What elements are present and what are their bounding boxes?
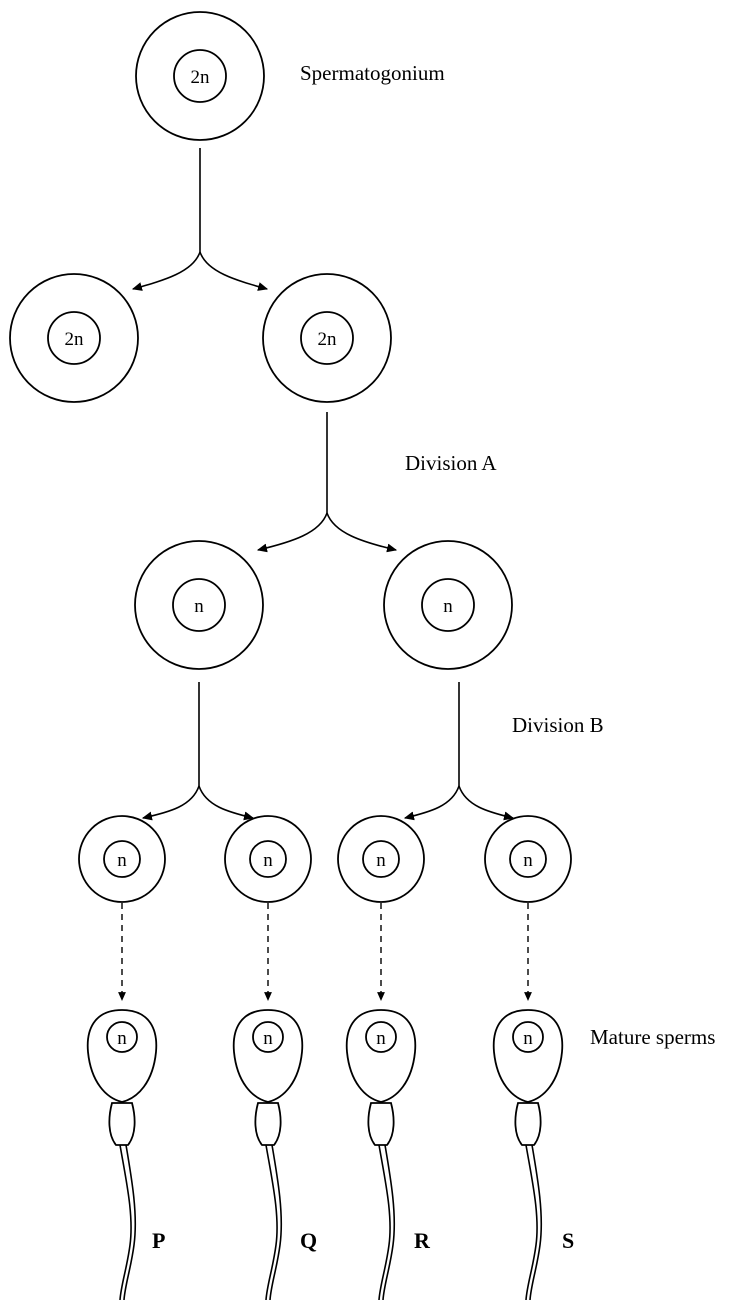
sperm-r-letter: R bbox=[414, 1228, 431, 1253]
gen2-right-cell: 2n bbox=[262, 273, 392, 403]
gen2-right-ploidy: 2n bbox=[318, 329, 338, 350]
mitosis-connector bbox=[131, 148, 269, 291]
gen4-cell-4: n bbox=[484, 815, 572, 903]
gen4-cell-2-ploidy: n bbox=[263, 850, 273, 871]
division-b-connector-right bbox=[403, 682, 515, 821]
gen4-cell-2: n bbox=[224, 815, 312, 903]
spermatogonium-cell: 2n bbox=[135, 11, 265, 141]
division-a-label: Division A bbox=[405, 451, 497, 475]
gen2-left-cell: 2n bbox=[9, 273, 139, 403]
gen4-cell-1: n bbox=[78, 815, 166, 903]
sperm-s-ploidy: n bbox=[523, 1028, 533, 1049]
division-a-connector bbox=[256, 412, 398, 553]
sperm-q-ploidy: n bbox=[263, 1028, 273, 1049]
sperm-q: n bbox=[232, 1009, 304, 1300]
gen4-cell-1-ploidy: n bbox=[117, 850, 127, 871]
spermatogonium-label: Spermatogonium bbox=[300, 61, 445, 85]
sperm-p: n bbox=[86, 1009, 158, 1300]
gen2-left-ploidy: 2n bbox=[65, 329, 85, 350]
sperm-s-letter: S bbox=[562, 1228, 574, 1253]
gen3-right-ploidy: n bbox=[443, 596, 453, 617]
sperm-r-ploidy: n bbox=[376, 1028, 386, 1049]
gen4-cell-4-ploidy: n bbox=[523, 850, 533, 871]
gen3-right-cell: n bbox=[383, 540, 513, 670]
sperm-p-ploidy: n bbox=[117, 1028, 127, 1049]
division-b-connector-left bbox=[141, 682, 255, 821]
sperm-s: n bbox=[492, 1009, 564, 1300]
gen3-left-ploidy: n bbox=[194, 596, 204, 617]
mature-sperms-label: Mature sperms bbox=[590, 1025, 715, 1049]
sperm-r: n bbox=[345, 1009, 417, 1300]
gen3-left-cell: n bbox=[134, 540, 264, 670]
spermatogonium-ploidy: 2n bbox=[191, 67, 211, 88]
sperm-q-letter: Q bbox=[300, 1228, 317, 1253]
gen4-cell-3: n bbox=[337, 815, 425, 903]
sperm-p-letter: P bbox=[152, 1228, 165, 1253]
division-b-label: Division B bbox=[512, 713, 604, 737]
gen4-cell-3-ploidy: n bbox=[376, 850, 386, 871]
